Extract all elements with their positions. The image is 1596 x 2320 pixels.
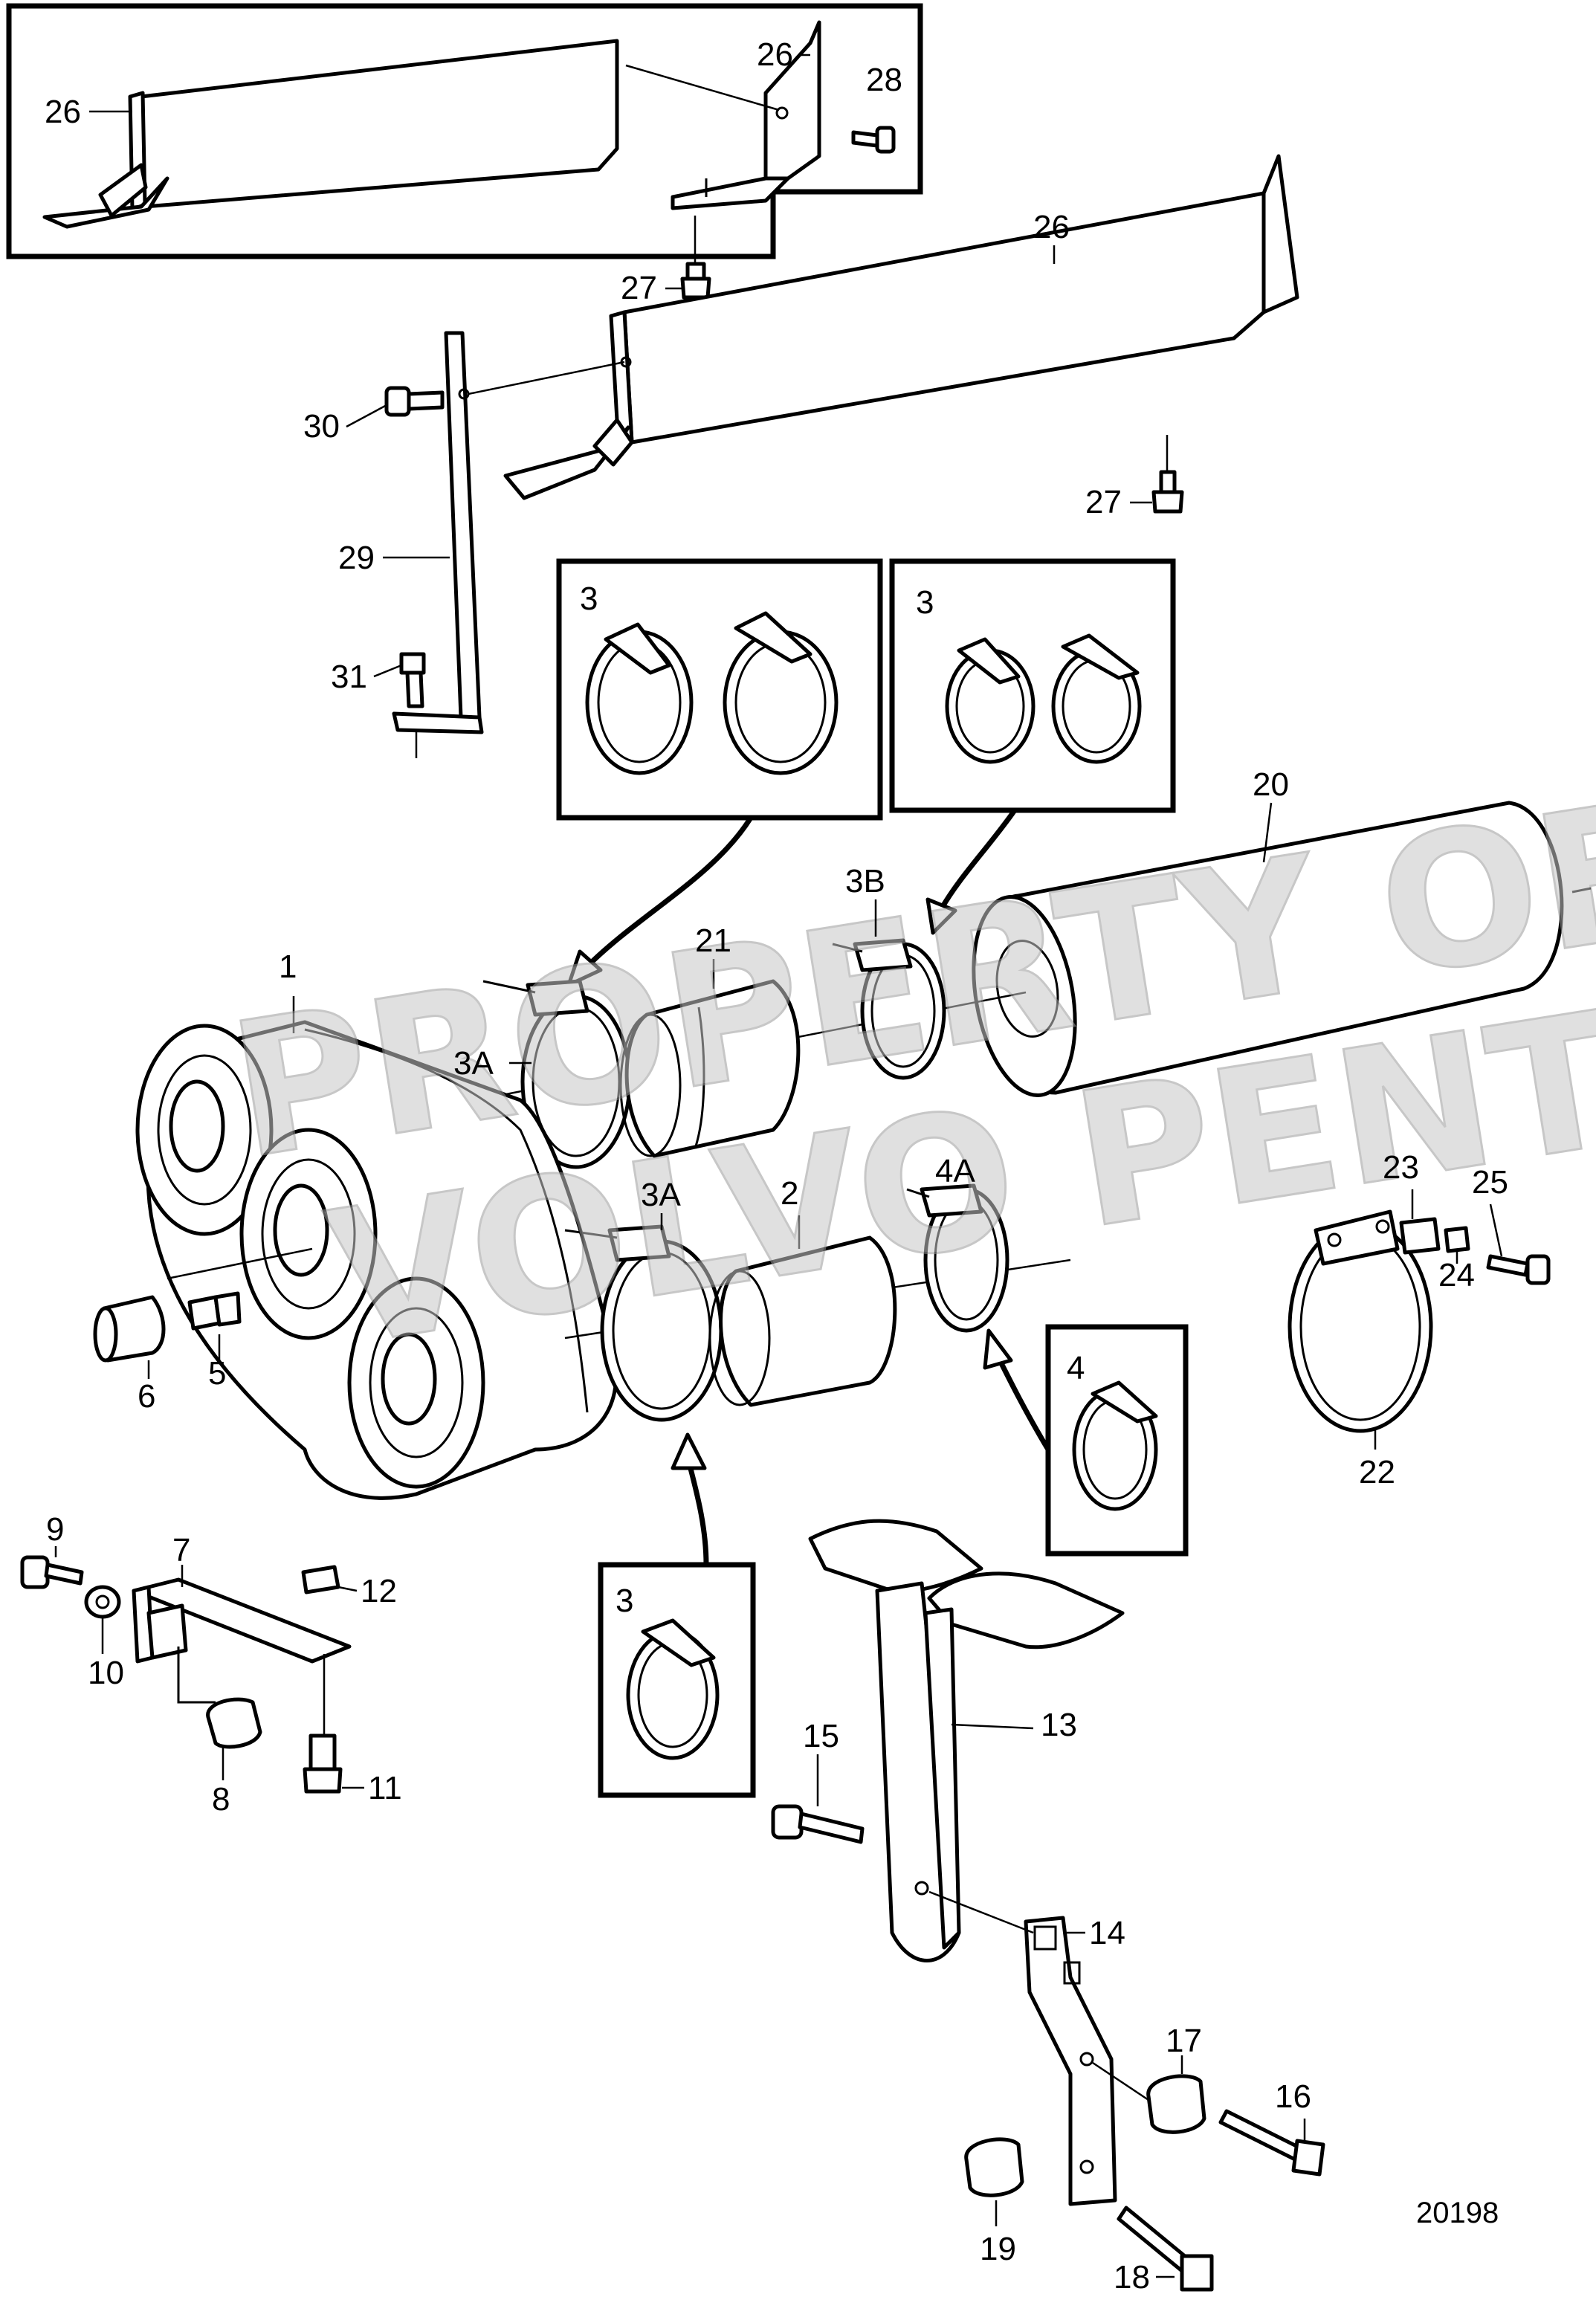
callout-29: 29 [338,540,375,576]
callout-5: 5 [208,1355,226,1392]
bolt-27-main [1151,470,1184,514]
washer-10 [84,1585,121,1654]
detail-box-a [556,558,883,821]
arrow-box-a [585,816,753,969]
callout-26-inset-a: 26 [45,94,81,130]
callout-16: 16 [1275,2078,1311,2115]
callout-13: 13 [1041,1707,1077,1743]
callout-9: 9 [46,1511,64,1548]
inset-frame [6,3,923,300]
detail-box-b [889,558,1176,813]
arrow-box-b [937,808,1017,912]
callout-8: 8 [212,1781,230,1817]
callout-21: 21 [695,922,731,959]
plug-6 [93,1295,166,1363]
nut-12 [301,1565,358,1594]
bolt-18 [1117,2206,1214,2292]
detail-box-a-label: 3 [580,581,598,617]
nut-24 [1444,1226,1470,1253]
spacer-8 [206,1697,262,1780]
callout-3a-bot: 3A [641,1177,681,1213]
callout-11: 11 [368,1770,402,1806]
callout-10: 10 [88,1655,124,1691]
callout-30: 30 [303,408,340,445]
bolt-28 [851,126,896,154]
callout-14: 14 [1089,1915,1125,1951]
detail-box-c-label: 3 [616,1583,633,1619]
callout-23: 23 [1383,1149,1419,1186]
spacer-19 [964,2137,1024,2226]
callout-25: 25 [1472,1164,1508,1201]
callout-28: 28 [866,62,902,98]
saddle-23 [1399,1217,1441,1255]
callout-26-inset-b: 26 [757,36,793,73]
muffler [972,801,1592,1097]
band-clamp-22 [1288,1189,1551,1450]
bolt-11 [303,1654,364,1794]
callout-3a-top: 3A [453,1045,494,1082]
main-heat-shield [503,154,1299,514]
callout-22: 22 [1359,1454,1395,1490]
callout-27-inset: 27 [621,270,657,306]
callout-4a: 4A [935,1153,975,1189]
bolt-27-inset [680,262,711,300]
bolt-31 [399,652,426,708]
callouts: 26 26 28 27 26 27 30 29 31 3 3 20 3B 21 … [45,36,1508,2295]
detail-box-b-label: 3 [916,584,934,621]
callout-7: 7 [172,1532,190,1568]
detail-box-d-label: 4 [1067,1350,1085,1386]
detail-box-d [983,1324,1189,1557]
callout-17: 17 [1166,2023,1202,2059]
callout-19: 19 [980,2231,1016,2267]
upper-connection [475,938,1027,1169]
callout-27-main: 27 [1085,484,1122,520]
callout-26-main: 26 [1033,209,1070,245]
callout-24: 24 [1438,1257,1475,1293]
drawing-number: 20198 [1416,2197,1499,2229]
lower-connection [564,1183,1071,1422]
exhaust-manifold [135,996,618,1500]
bolt-25 [1486,1254,1551,1285]
support-13 [808,1519,1125,1962]
callout-2: 2 [781,1175,798,1212]
bracket-14 [928,1890,1117,2206]
bolt-16 [1218,2109,1325,2177]
bolt-30 [384,386,445,417]
callout-20: 20 [1253,766,1289,803]
nipple-5 [187,1291,242,1331]
detail-box-c [598,1432,756,1798]
bracket-7 [132,1565,352,1704]
callout-6: 6 [138,1378,155,1415]
callout-31: 31 [331,659,367,695]
bolt-15 [771,1754,865,1844]
callout-1: 1 [279,949,297,985]
callout-18: 18 [1114,2259,1150,2295]
callout-15: 15 [803,1718,839,1754]
callout-3b: 3B [845,863,885,899]
spacer-17 [1092,2055,1206,2134]
bolt-9 [20,1546,84,1589]
support-strap [384,331,625,758]
callout-12: 12 [361,1573,397,1609]
